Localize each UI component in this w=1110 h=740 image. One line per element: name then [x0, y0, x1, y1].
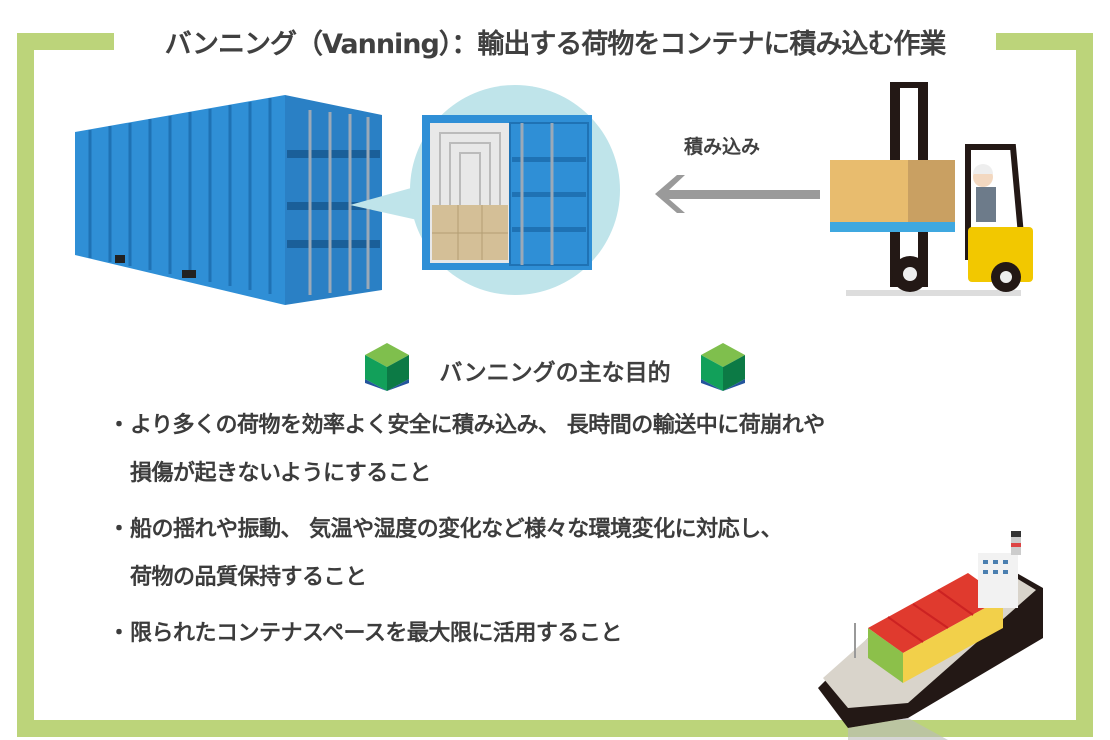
title-backdrop — [114, 20, 996, 60]
list-item: ・より多くの荷物を効率よく安全に積み込み、 長時間の輸送中に荷崩れや — [108, 413, 825, 438]
arrow-label: 積み込み — [684, 136, 761, 158]
subtitle-row: バンニングの主な目的 — [0, 343, 1110, 397]
list-item-continuation: 損傷が起きないようにすること — [130, 461, 431, 486]
cube-icon — [700, 343, 745, 397]
subtitle: バンニングの主な目的 — [439, 360, 671, 386]
list-item-continuation: 荷物の品質保持すること — [130, 565, 367, 590]
open-container-icon — [350, 85, 620, 295]
shipping-container-icon — [75, 95, 382, 305]
list-item: ・限られたコンテナスペースを最大限に活用すること — [108, 621, 622, 646]
purpose-list: ・より多くの荷物を効率よく安全に積み込み、 長時間の輸送中に荷崩れや 損傷が起き… — [108, 402, 825, 658]
page-title: バンニング（Vanning）：輸出する荷物をコンテナに積み込む作業 — [164, 29, 947, 60]
left-arrow-icon — [655, 175, 820, 213]
forklift-icon — [830, 82, 1033, 296]
list-item: ・船の揺れや振動、 気温や湿度の変化など様々な環境変化に対応し、 — [108, 517, 783, 542]
container-ship-icon — [818, 531, 1043, 740]
cube-icon — [365, 343, 410, 397]
